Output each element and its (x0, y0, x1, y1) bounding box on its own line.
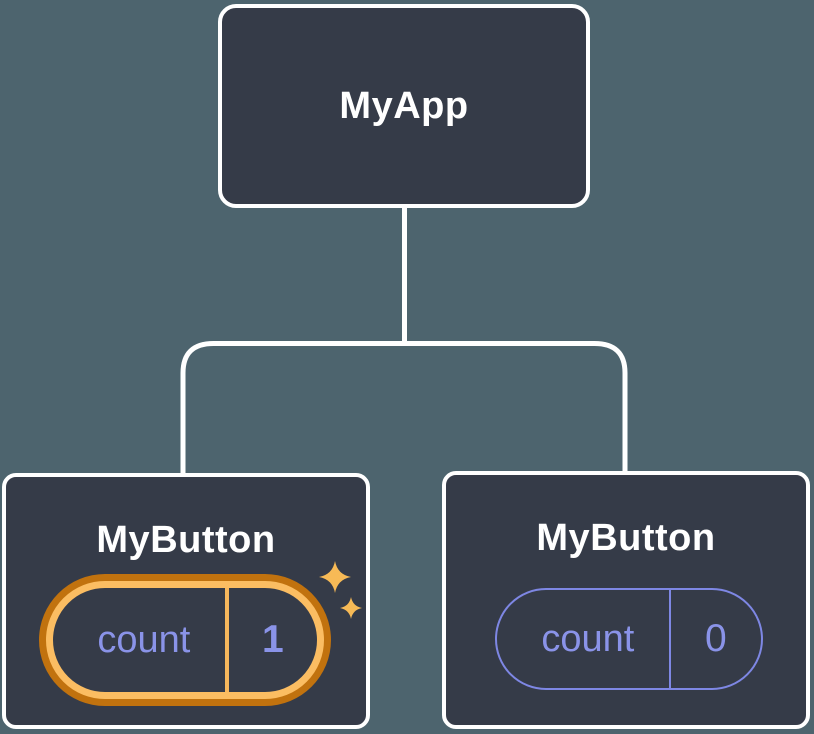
node-myapp: MyApp (218, 4, 590, 208)
pill-divider (224, 588, 229, 692)
state-pill: count 0 (495, 588, 763, 690)
state-value: 1 (261, 618, 284, 661)
sparkle-icon (319, 561, 362, 619)
state-key-label: count (541, 617, 635, 660)
pill-divider (668, 590, 671, 688)
node-mybutton-inactive-label: MyButton (536, 517, 716, 559)
node-mybutton-inactive: MyButton count 0 (442, 471, 810, 729)
node-myapp-label: MyApp (339, 84, 469, 127)
node-mybutton-active-label: MyButton (96, 519, 276, 561)
state-value: 0 (704, 617, 727, 660)
state-key-label: count (97, 618, 191, 661)
state-pill-highlighted: count 1 (46, 581, 324, 699)
node-mybutton-active: MyButton count 1 (2, 473, 370, 729)
